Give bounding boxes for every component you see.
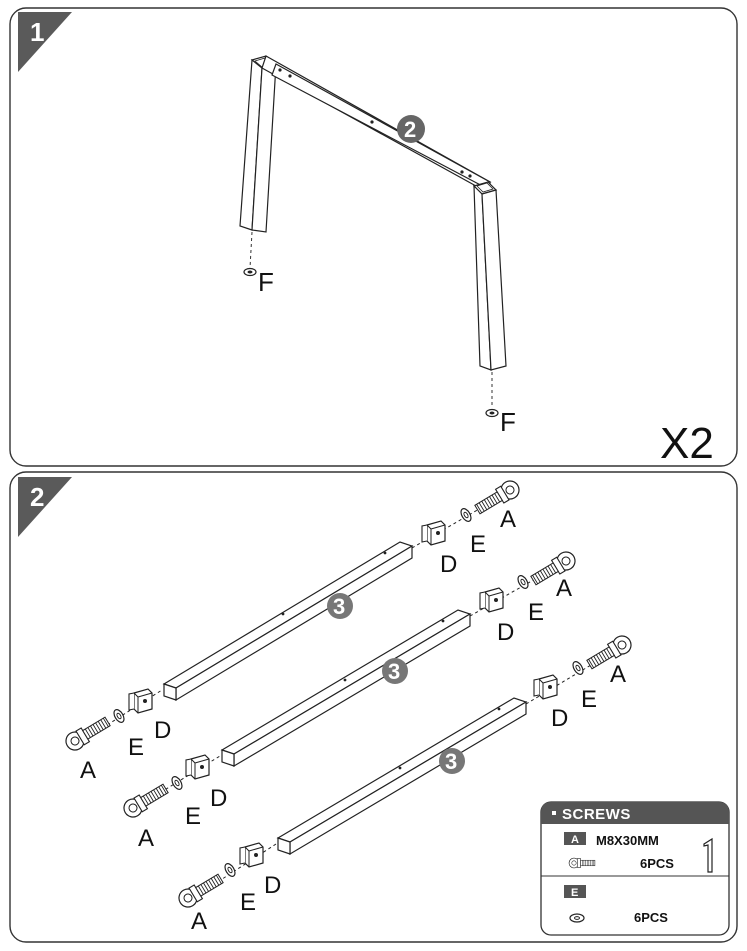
step1-number: 1 xyxy=(30,17,44,47)
svg-text:3: 3 xyxy=(445,749,457,774)
label-a-left-2: A xyxy=(138,825,154,852)
part-3-badge-1: 3 xyxy=(327,593,353,619)
label-d-right-1: D xyxy=(440,551,457,578)
label-a-right-1: A xyxy=(500,506,516,533)
washer-e-count: 6PCS xyxy=(634,910,668,925)
rail-3 xyxy=(276,697,528,856)
label-a-left-3: A xyxy=(191,908,207,935)
svg-text:A: A xyxy=(571,834,579,846)
step1-panel xyxy=(9,7,738,467)
frame-left-leg xyxy=(239,55,278,233)
part-3-badge-3: 3 xyxy=(439,748,465,774)
label-e-right-2: E xyxy=(528,599,544,626)
svg-text:2: 2 xyxy=(404,117,416,142)
svg-text:3: 3 xyxy=(388,659,400,684)
part-3-badge-2: 3 xyxy=(382,658,408,684)
svg-text:3: 3 xyxy=(333,594,345,619)
foot-f-left-icon xyxy=(243,267,257,277)
screw-a-spec: M8X30MM xyxy=(596,833,659,848)
label-e-left-2: E xyxy=(185,803,201,830)
allen-key-icon xyxy=(703,837,713,873)
screw-a-count: 6PCS xyxy=(640,856,674,871)
label-d-left-2: D xyxy=(210,785,227,812)
foot-f-right-icon xyxy=(485,408,499,418)
label-a-right-3: A xyxy=(610,661,626,688)
screws-legend: SCREWS A M8X30MM 6PCS E 6PCS xyxy=(540,801,730,936)
label-d-right-3: D xyxy=(551,705,568,732)
label-e-left-1: E xyxy=(128,734,144,761)
quantity-multiplier: X2 xyxy=(660,419,714,468)
label-e-right-1: E xyxy=(470,531,486,558)
rail-1 xyxy=(162,541,414,702)
washer-e-tag xyxy=(564,885,586,898)
washer-icon xyxy=(569,913,585,923)
step2-badge: 2 xyxy=(18,477,72,537)
label-d-left-1: D xyxy=(154,717,171,744)
foot-label-right: F xyxy=(500,407,516,437)
label-a-right-2: A xyxy=(556,575,572,602)
label-a-left-1: A xyxy=(80,757,96,784)
screw-a-tag xyxy=(564,832,586,845)
label-e-left-3: E xyxy=(240,889,256,916)
label-e-right-3: E xyxy=(581,686,597,713)
foot-label-left: F xyxy=(258,267,274,297)
label-d-right-2: D xyxy=(497,619,514,646)
part-2-badge: 2 xyxy=(397,115,425,143)
step2-number: 2 xyxy=(30,482,44,512)
label-d-left-3: D xyxy=(264,872,281,899)
screws-title: SCREWS xyxy=(562,806,631,823)
frame-right-leg xyxy=(472,181,507,371)
svg-text:E: E xyxy=(571,887,578,899)
step1-badge: 1 xyxy=(18,12,72,72)
